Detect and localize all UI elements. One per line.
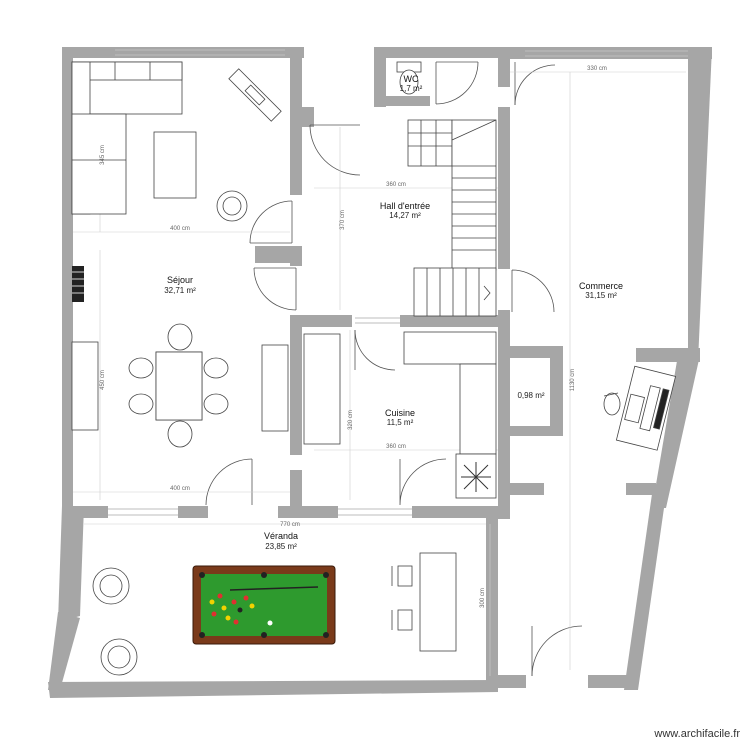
- furniture: [71, 61, 677, 676]
- office-desk: [615, 365, 677, 451]
- coffee-table: [153, 131, 197, 199]
- walls: [48, 47, 712, 698]
- dim-hall-width: 360 cm: [386, 182, 406, 188]
- room-name-commerce: Commerce: [579, 281, 623, 291]
- toilet: [396, 61, 422, 95]
- sideboard-right: [261, 344, 289, 432]
- dimension-labels: 400 cm 400 cm 345 cm 450 cm 360 cm 370 c…: [100, 66, 607, 608]
- watermark: www.archifacile.fr: [653, 728, 740, 740]
- room-area-placard: 0,98 m²: [517, 391, 544, 400]
- dim-commerce-width: 330 cm: [587, 66, 607, 72]
- room-area-hall: 14,27 m²: [389, 211, 421, 220]
- room-name-cuisine: Cuisine: [385, 408, 415, 418]
- hob-icon: [461, 462, 491, 492]
- room-labels: Séjour 32,71 m² Hall d'entrée 14,27 m² W…: [164, 74, 623, 551]
- dining-set: [128, 323, 229, 448]
- wall-tv: [228, 68, 282, 122]
- staircase: [407, 119, 497, 317]
- sideboard-left: [71, 341, 99, 431]
- room-area-veranda: 23,85 m²: [265, 542, 297, 551]
- bar-stool-2: [391, 609, 413, 631]
- billiard-table: [192, 565, 336, 645]
- windows: [108, 49, 688, 516]
- room-area-commerce: 31,15 m²: [585, 291, 617, 300]
- doors: [205, 61, 583, 677]
- room-name-wc: WC: [404, 74, 419, 84]
- room-name-hall: Hall d'entrée: [380, 201, 430, 211]
- dim-veranda-height: 300 cm: [480, 588, 486, 608]
- dim-hall-height: 370 cm: [340, 210, 346, 230]
- dim-commerce-height: 1130 cm: [570, 369, 576, 392]
- dim-sejour-width-bottom: 400 cm: [170, 486, 190, 492]
- dim-sejour-height-bottom: 450 cm: [100, 370, 106, 390]
- dim-sejour-width-top: 400 cm: [170, 226, 190, 232]
- room-area-sejour: 32,71 m²: [164, 286, 196, 295]
- dim-cuisine-width: 360 cm: [386, 444, 406, 450]
- room-area-wc: 1,7 m²: [400, 84, 423, 93]
- veranda-counter: [419, 552, 457, 652]
- room-area-cuisine: 11,5 m²: [387, 418, 414, 427]
- room-name-sejour: Séjour: [167, 275, 193, 285]
- bar-stool-1: [391, 565, 413, 587]
- dim-veranda-width: 770 cm: [280, 522, 300, 528]
- corner-sofa: [71, 61, 183, 215]
- dim-cuisine-height: 320 cm: [348, 410, 354, 430]
- office-chair: [603, 392, 621, 416]
- room-name-veranda: Véranda: [264, 531, 298, 541]
- dim-sejour-height-top: 345 cm: [100, 145, 106, 165]
- radiator: [72, 266, 84, 302]
